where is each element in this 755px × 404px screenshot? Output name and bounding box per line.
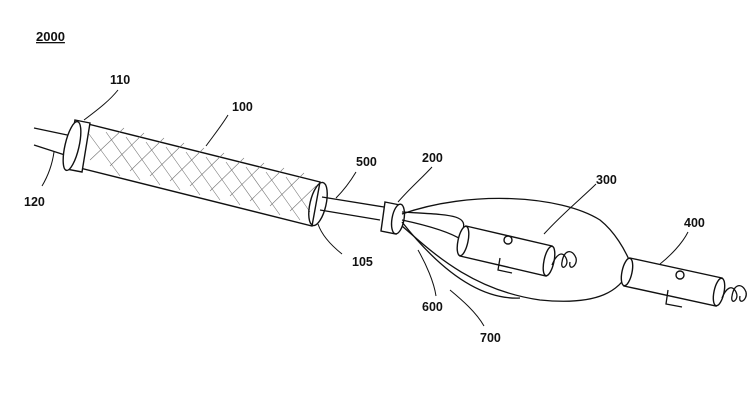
stent-sheath [60,120,331,227]
inner-tube [320,197,384,220]
lead-400 [619,257,746,307]
label-120: 120 [24,195,45,209]
label-700: 700 [480,331,501,345]
label-200: 200 [422,151,443,165]
hub [381,202,407,235]
label-400: 400 [684,216,705,230]
leader-lines [42,90,688,326]
label-500: 500 [356,155,377,169]
label-110: 110 [110,73,130,87]
label-300: 300 [596,173,617,187]
label-105: 105 [352,255,373,269]
lead-300 [455,225,576,276]
label-100: 100 [232,100,253,114]
figure-number: 2000 [36,29,65,44]
label-600: 600 [422,300,443,314]
